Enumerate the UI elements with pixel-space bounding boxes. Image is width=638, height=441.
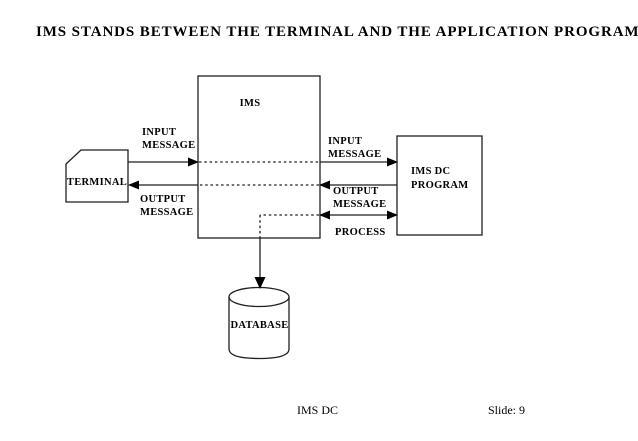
input-message-right-line2: MESSAGE: [328, 148, 382, 160]
output-message-left-line2: MESSAGE: [140, 206, 194, 218]
arrowhead-into-database: [254, 277, 266, 289]
input-message-left-line1: INPUT: [142, 127, 177, 138]
input-message-left-label: INPUT MESSAGE: [142, 127, 195, 152]
program-label-line1: IMS DC: [411, 166, 451, 177]
output-message-left-line1: OUTPUT: [140, 194, 186, 205]
output-message-right-line2: MESSAGE: [333, 198, 387, 210]
input-message-right-line1: INPUT: [328, 136, 363, 147]
arrowhead-output-into-terminal: [128, 180, 139, 190]
ims-label: IMS: [239, 98, 261, 109]
database-cylinder-body: [228, 297, 290, 360]
input-message-right-label: INPUT MESSAGE: [328, 136, 381, 161]
terminal-shape: [65, 149, 129, 203]
arrowhead-process-left: [319, 210, 330, 220]
terminal-label: TERMINAL: [66, 177, 128, 188]
arrowhead-output-into-ims: [319, 180, 330, 190]
database-label: DATABASE: [230, 320, 289, 331]
process-label: PROCESS: [335, 227, 386, 238]
database-cylinder-top: [228, 286, 290, 308]
program-label: IMS DC PROGRAM: [411, 165, 469, 193]
arrowhead-input-into-program: [387, 157, 398, 167]
footer-text: IMS DC: [297, 403, 339, 417]
program-label-line2: PROGRAM: [411, 180, 469, 191]
slide-number: Slide: 9: [488, 403, 526, 417]
output-message-right-label: OUTPUT MESSAGE: [333, 186, 386, 211]
ims-box: [197, 75, 321, 239]
output-message-right-line1: OUTPUT: [333, 186, 379, 197]
arrowhead-process-right: [387, 210, 398, 220]
output-message-left-label: OUTPUT MESSAGE: [140, 194, 193, 219]
input-message-left-line2: MESSAGE: [142, 139, 196, 151]
arrowhead-input-into-ims: [188, 157, 199, 167]
slide-title: IMS STANDS BETWEEN THE TERMINAL AND THE …: [36, 24, 638, 40]
